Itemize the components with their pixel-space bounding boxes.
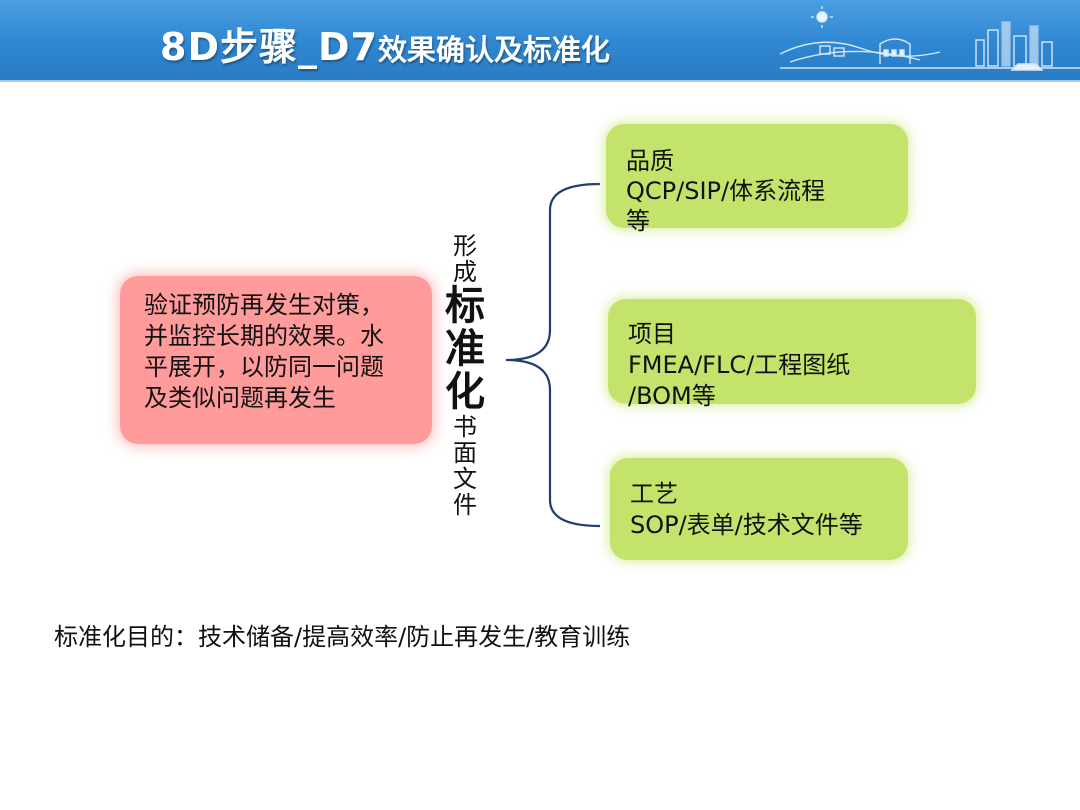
purpose-text: 标准化目的：技术储备/提高效率/防止再发生/教育训练: [54, 623, 631, 651]
header-bar: 8D步骤_D7效果确认及标准化: [0, 0, 1080, 82]
vertical-label: 形 成 标 准 化 书 面 文 件: [440, 233, 490, 518]
vertical-label-char: 形: [453, 232, 477, 260]
vertical-label-char: 件: [453, 491, 477, 519]
left-box-line: 验证预防再发生对策，: [144, 291, 384, 319]
project-box-line: /BOM等: [628, 382, 716, 410]
left-box-line: 并监控长期的效果。水: [144, 322, 384, 350]
curly-brace-connector: [505, 182, 601, 528]
process-box-line: SOP/表单/技术文件等: [630, 511, 863, 539]
left-box-line: 平展开，以防同一问题: [144, 353, 384, 381]
vertical-label-char-bold: 化: [445, 369, 485, 415]
title-main: 8D步骤_D7: [160, 25, 378, 69]
city-skyline-illustration: [780, 6, 1080, 71]
project-box-line: 项目: [628, 320, 676, 348]
vertical-label-char-bold: 标: [445, 283, 485, 329]
project-box-line: FMEA/FLC/工程图纸: [628, 351, 851, 379]
title-sub: 效果确认及标准化: [377, 33, 610, 67]
process-box-line: 工艺: [630, 480, 678, 508]
vertical-label-char: 成: [453, 258, 477, 286]
vertical-label-char: 书: [453, 413, 477, 441]
quality-box: 品质 QCP/SIP/体系流程 等: [606, 124, 908, 235]
page-title: 8D步骤_D7效果确认及标准化: [160, 16, 610, 71]
vertical-label-char: 面: [453, 439, 477, 467]
vertical-label-char-bold: 准: [445, 326, 485, 372]
verify-measures-box: 验证预防再发生对策， 并监控长期的效果。水 平展开，以防同一问题 及类似问题再发…: [120, 276, 432, 444]
quality-box-line: 品质: [626, 147, 674, 175]
process-box: 工艺 SOP/表单/技术文件等: [610, 458, 908, 560]
quality-box-line: QCP/SIP/体系流程: [626, 177, 826, 205]
vertical-label-char: 文: [453, 465, 477, 493]
project-box: 项目 FMEA/FLC/工程图纸 /BOM等: [608, 299, 976, 410]
left-box-line: 及类似问题再发生: [144, 384, 336, 412]
quality-box-line: 等: [626, 207, 650, 235]
